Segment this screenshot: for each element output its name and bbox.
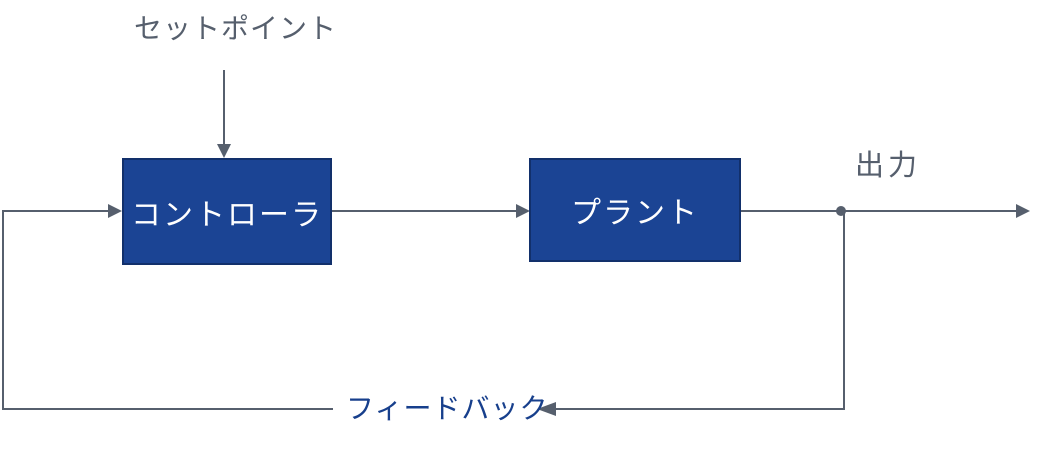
feedback-right-path: [556, 213, 845, 410]
controller-label: コントローラ: [131, 198, 323, 232]
plant-block: プラント: [529, 158, 741, 262]
feedback-left-path: [2, 210, 333, 410]
setpoint-arrowhead-icon: [217, 144, 231, 158]
plant-input-arrowhead-icon: [516, 204, 530, 218]
output-arrowhead-icon: [1016, 204, 1030, 218]
feedback-label: フィードバック: [346, 393, 549, 424]
setpoint-label: セットポイント: [134, 13, 338, 44]
controller-block: コントローラ: [122, 158, 332, 265]
feedback-arrowhead-icon: [537, 402, 556, 416]
output-label: 出力: [855, 150, 922, 182]
controller-input-arrowhead-icon: [108, 204, 122, 218]
plant-label: プラント: [571, 197, 699, 230]
